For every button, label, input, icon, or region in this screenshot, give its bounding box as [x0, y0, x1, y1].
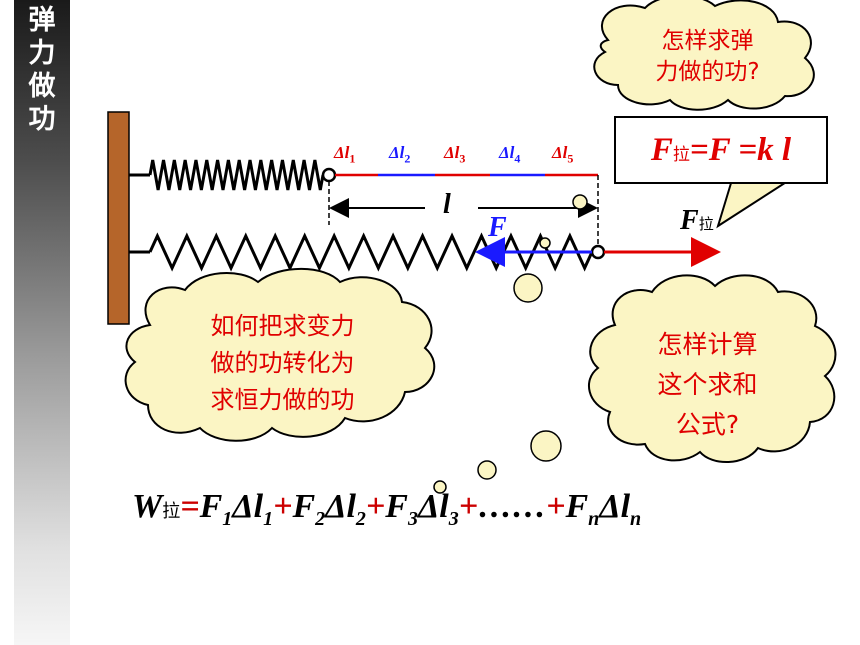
segment-label-5: Δl5: [552, 143, 574, 166]
thought-bubble-top-right: [593, 0, 815, 111]
force-equation-box: F拉=F =k l: [614, 116, 828, 184]
bottom-spring-end: [590, 244, 606, 260]
thought-dot: [513, 273, 543, 303]
bubble-line: 求恒力做的功: [210, 386, 355, 414]
thought-bubble-right: [588, 274, 837, 464]
bubble-top-right-text: 怎样求弹 力做的功?: [610, 26, 805, 88]
sidebar-title: 弹 力 做 功: [14, 4, 70, 136]
bubble-line: 怎样计算: [657, 330, 758, 359]
thought-dot: [433, 480, 447, 494]
bubble-line: 做的功转化为: [210, 349, 355, 377]
segment-label-3: Δl3: [444, 143, 466, 166]
stretched-spring: [148, 232, 594, 272]
sidebar-char: 做: [28, 71, 56, 102]
bubble-line: 如何把求变力: [210, 312, 355, 340]
length-label: l: [443, 189, 451, 220]
bubble-line: 力做的功?: [655, 59, 760, 85]
pull-force-label: F拉: [680, 205, 714, 236]
compressed-spring: [148, 159, 325, 191]
bubble-line: 怎样求弹: [661, 28, 754, 54]
thought-dot: [572, 194, 588, 210]
bubble-left-text: 如何把求变力 做的功转化为 求恒力做的功: [150, 308, 415, 419]
thought-dot: [477, 460, 497, 480]
segment-label-1: Δl1: [334, 143, 356, 166]
sidebar-char: 功: [28, 104, 56, 135]
sidebar-char: 力: [28, 38, 56, 69]
segment-label-2: Δl2: [389, 143, 411, 166]
spring-force-label: F: [488, 212, 507, 243]
sidebar: 弹 力 做 功: [14, 0, 70, 645]
thought-dot: [539, 237, 551, 249]
top-spring-end: [321, 167, 337, 183]
sidebar-char: 弹: [28, 5, 56, 36]
work-sum-formula: W拉=F1Δl1+F2Δl2+F3Δl3+……+FnΔln: [132, 488, 642, 530]
bubble-line: 这个求和: [657, 370, 758, 399]
thought-bubble-left: [124, 267, 436, 442]
thought-dot: [530, 430, 562, 462]
bubble-right-text: 怎样计算 这个求和 公式?: [600, 325, 815, 445]
wall: [107, 111, 130, 325]
bubble-line: 公式?: [675, 410, 740, 439]
segment-label-4: Δl4: [499, 143, 521, 166]
